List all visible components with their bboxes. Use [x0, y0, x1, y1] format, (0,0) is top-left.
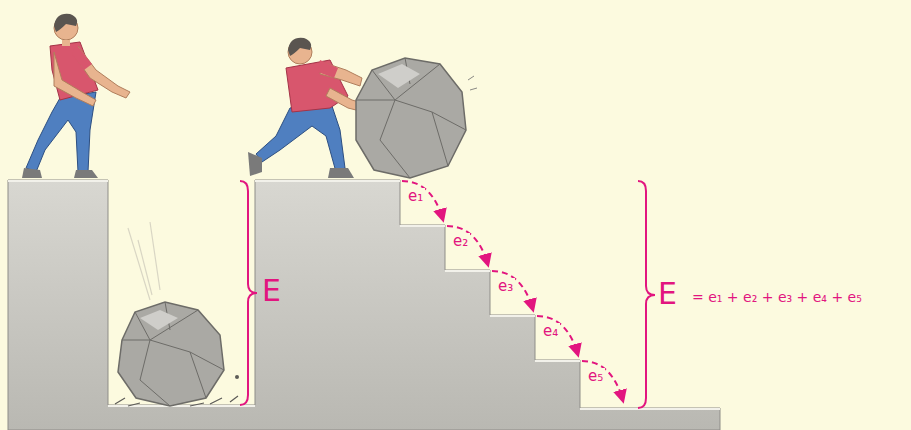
brace	[638, 181, 655, 408]
man-pushing	[248, 38, 366, 178]
step-energy: e₁	[406, 188, 425, 205]
ground-edges	[8, 181, 720, 409]
step-energy: e₂	[451, 233, 470, 250]
rolling-rock	[356, 58, 477, 178]
energy-symbol: E	[262, 274, 281, 307]
falling-rock	[115, 222, 239, 406]
step-arrows	[402, 181, 623, 401]
step-energy: e₃	[496, 278, 515, 295]
energy-symbol: E	[658, 277, 677, 310]
brace	[240, 181, 257, 405]
energy-sum: = e₁ + e₂ + e₃ + e₄ + e₅	[692, 290, 862, 305]
step-energy: e₄	[541, 323, 560, 340]
step-energy: e₅	[586, 368, 605, 385]
ground	[8, 180, 720, 430]
man-dropping	[22, 14, 130, 178]
